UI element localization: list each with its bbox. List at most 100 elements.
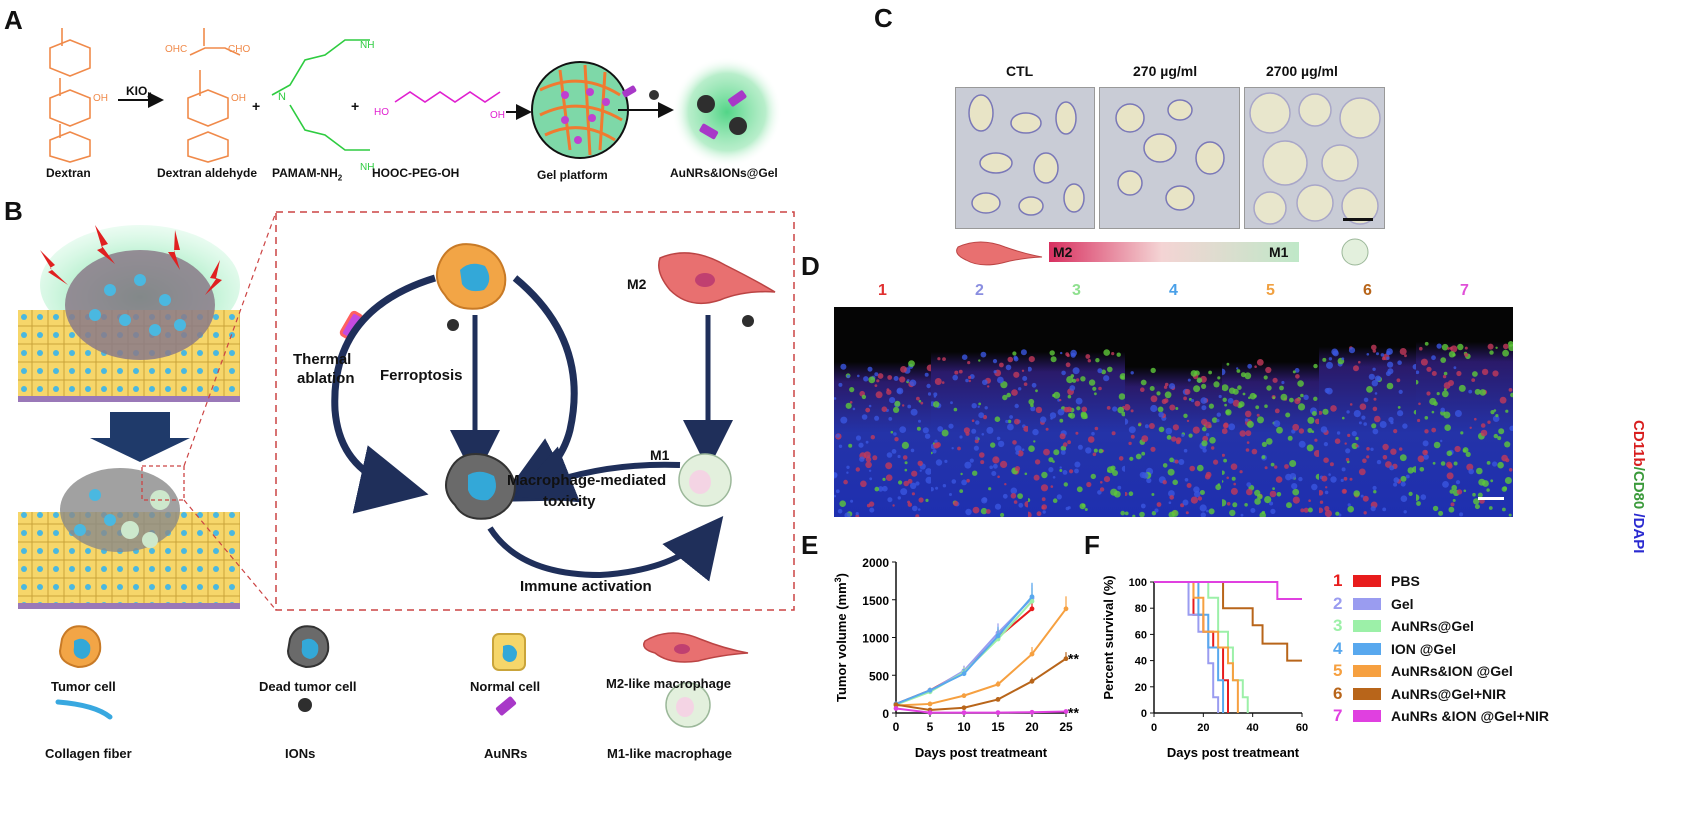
dextran-structure-icon xyxy=(49,28,91,163)
legend-number: 1 xyxy=(1333,571,1343,590)
e-series-line-7 xyxy=(895,707,1067,714)
aunrs-ions-gel-label: AuNRs&IONs@Gel xyxy=(670,166,778,180)
legend-number: 4 xyxy=(1333,638,1343,658)
scale-bar xyxy=(1343,218,1373,221)
panel-label-f: F xyxy=(1084,530,1100,560)
e-series-line-5 xyxy=(895,608,1067,707)
cho-label: CHO xyxy=(228,44,250,55)
kio4-subscript: 4 xyxy=(147,91,152,101)
dextran-aldehyde-label: Dextran aldehyde xyxy=(157,166,258,180)
e-data-point xyxy=(995,710,1001,716)
f-xtick-label: 40 xyxy=(1247,722,1259,734)
e-data-point xyxy=(1029,651,1035,657)
thermal-label-line2: ablation xyxy=(297,370,355,387)
e-ylabel-sup: 3 xyxy=(833,577,843,582)
e-data-point xyxy=(961,671,967,677)
e-xtick-label: 15 xyxy=(991,720,1005,734)
group-header-6: 6 xyxy=(1363,282,1372,299)
e-data-point xyxy=(995,681,1001,687)
e-data-point xyxy=(1063,709,1069,714)
e-data-point xyxy=(995,633,1001,639)
kio4-label: KIO4 xyxy=(126,84,152,100)
fluorescence-image-5 xyxy=(1222,307,1321,517)
macrophage-label-line2: toxicity xyxy=(543,493,596,510)
f-xtick-label: 60 xyxy=(1296,722,1308,734)
e-ylabel-main: Tumor volume (mm xyxy=(834,582,849,702)
gel-platform-icon xyxy=(531,61,629,159)
oh-label-2: OH xyxy=(231,93,246,104)
nh2-label-1: NH xyxy=(360,40,374,51)
e-data-point xyxy=(961,710,967,716)
e-data-point xyxy=(893,706,899,711)
legend-swatch xyxy=(1353,575,1381,587)
ions-legend-label: IONs xyxy=(285,746,316,761)
2700-header: 2700 µg/ml xyxy=(1266,63,1338,79)
f-xtick-label: 20 xyxy=(1197,722,1209,734)
e-ytick-label: 1500 xyxy=(862,594,889,608)
nh2-label-2: NH xyxy=(360,162,374,173)
pamam-text: PAMAM-NH xyxy=(272,166,338,180)
270-header: 270 µg/ml xyxy=(1133,63,1198,79)
macrophage-label-line1: Macrophage-mediated xyxy=(507,472,667,489)
e-data-point xyxy=(1029,594,1035,600)
e-series-line-4 xyxy=(895,596,1033,705)
legend-number: 2 xyxy=(1333,593,1343,613)
fluorescence-image-7 xyxy=(1416,307,1515,517)
e-annotation-significance-1: ** xyxy=(1068,651,1079,667)
f-ytick-label: 40 xyxy=(1135,656,1147,668)
e-data-point xyxy=(927,710,933,716)
e-xtick-label: 20 xyxy=(1025,720,1039,734)
f-xlabel: Days post treatmeant xyxy=(1167,745,1300,760)
micrograph-2700 xyxy=(1244,87,1385,229)
legend-swatch xyxy=(1353,620,1381,632)
m2-macrophage-small-icon xyxy=(956,241,1043,266)
ions-legend-icon xyxy=(298,698,312,712)
ion-icon-small xyxy=(649,90,659,100)
legend-label: AuNRs&ION @Gel xyxy=(1391,663,1513,679)
thermal-ablation-arrow xyxy=(331,274,437,514)
e-ylabel: Tumor volume (mm3) xyxy=(833,573,849,702)
m1-to-dead-arrow xyxy=(513,446,681,503)
f-ytick-label: 20 xyxy=(1135,682,1147,694)
laser-lightning-icon xyxy=(40,225,222,295)
m1-label-b: M1 xyxy=(650,447,670,463)
synthesis-scheme: CHO OHC OH OH N NH NH HO OH xyxy=(49,28,782,173)
tumor-cell-legend-label: Tumor cell xyxy=(51,679,116,694)
e-data-point xyxy=(893,702,899,708)
e-data-point xyxy=(995,697,1001,702)
e-xtick-label: 25 xyxy=(1059,720,1073,734)
e-data-point xyxy=(927,687,933,693)
gel-platform-label: Gel platform xyxy=(537,168,608,182)
stain-dapi: DAPI xyxy=(1630,517,1647,554)
ho-label: HO xyxy=(374,107,389,118)
kio4-text: KIO xyxy=(126,84,148,98)
ion-sphere-icon-1 xyxy=(447,319,459,331)
normal-cell-legend-label: Normal cell xyxy=(470,679,541,694)
f-ytick-label: 0 xyxy=(1141,708,1147,720)
aunrs-legend-icon xyxy=(495,696,517,716)
e-data-point xyxy=(1029,598,1035,604)
dead-tumor-cell-icon xyxy=(445,453,517,520)
e-data-point xyxy=(1063,606,1069,612)
mechanism-scheme xyxy=(18,211,795,611)
e-xtick-label: 5 xyxy=(927,720,934,734)
tumor-tissue-before-icon xyxy=(18,225,240,402)
e-ytick-label: 500 xyxy=(869,669,889,683)
legend-number: 5 xyxy=(1333,661,1343,680)
e-data-point xyxy=(927,701,933,707)
legend-item-5: 5 AuNRs&ION @Gel xyxy=(1333,660,1513,682)
f-ylabel: Percent survival (%) xyxy=(1101,575,1116,699)
dead-tumor-cell-legend-label: Dead tumor cell xyxy=(259,679,357,694)
legend-label: AuNRs@Gel xyxy=(1391,618,1474,634)
immune-activation-label: Immune activation xyxy=(520,578,652,595)
legend-number: 6 xyxy=(1333,683,1343,703)
stain-label: CD11b/CD80 /DAPI xyxy=(1630,420,1647,553)
fluorescence-image-1 xyxy=(834,307,933,517)
normal-cell-legend-icon xyxy=(492,633,526,671)
micrograph-270 xyxy=(1099,87,1240,229)
scale-bar-d xyxy=(1478,497,1504,500)
